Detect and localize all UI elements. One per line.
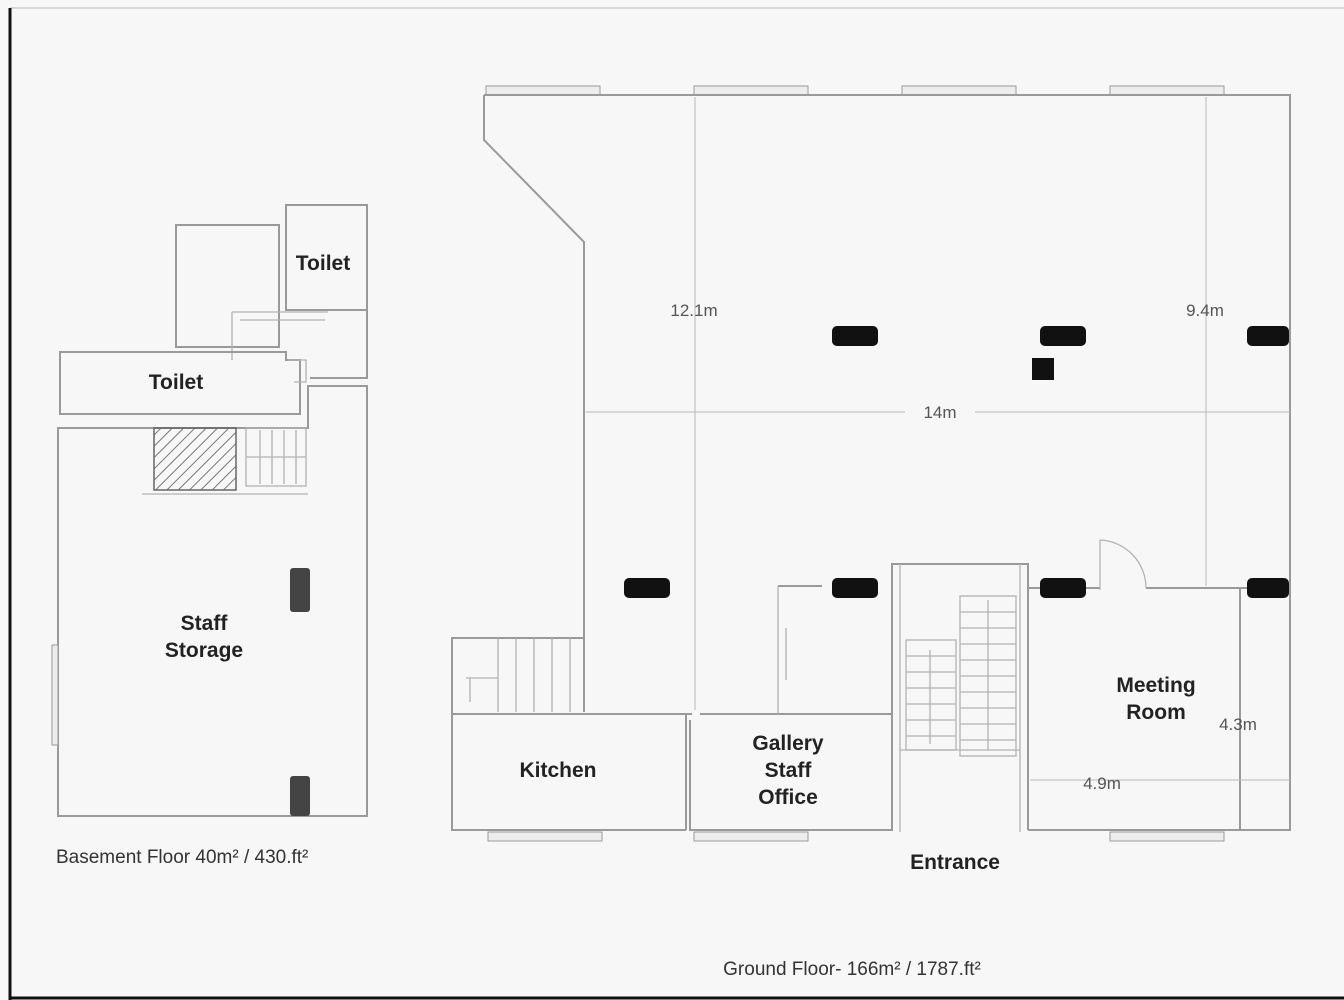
ground-column-3: [1247, 326, 1289, 346]
basement-store-room: [175, 224, 280, 348]
dim-width: 14m: [923, 403, 956, 422]
label-meeting-line1: Meeting: [1116, 674, 1195, 697]
basement-corridor-right: [310, 310, 368, 379]
ground-column-5: [832, 578, 878, 598]
dim-depth-right: 9.4m: [1186, 301, 1224, 320]
ground-window-bottom-2: [693, 831, 809, 842]
ground-outer-walls: [451, 94, 1291, 831]
label-meeting-line2: Room: [1126, 701, 1186, 724]
basement-stairs: [245, 427, 307, 487]
ground-column-6: [1040, 578, 1086, 598]
basement-floor-caption: Basement Floor 40m² / 430.ft²: [56, 847, 308, 868]
meeting-room-door: [1099, 539, 1147, 590]
label-staff-storage-line1: Staff: [181, 612, 229, 635]
label-gallery-line1: Gallery: [752, 732, 824, 755]
ground-window-bottom-3: [1109, 831, 1225, 842]
ground-window-bottom-1: [487, 831, 603, 842]
label-basement-toilet-upper: Toilet: [296, 252, 350, 275]
ground-column-square: [1032, 358, 1054, 380]
basement-staff-storage-room: [57, 385, 368, 817]
label-staff-storage-line2: Storage: [165, 639, 243, 662]
kitchen-stairs: [466, 638, 571, 712]
basement-window: [51, 644, 59, 746]
ground-column-1: [832, 326, 878, 346]
basement-toilet-upper-room: [285, 204, 368, 311]
label-entrance: Entrance: [910, 851, 1000, 874]
kitchen-walls: [452, 713, 892, 830]
ground-floor-caption: Ground Floor- 166m² / 1787.ft²: [723, 959, 981, 980]
basement-column-2: [290, 776, 310, 816]
dim-depth-left: 12.1m: [670, 301, 717, 320]
basement-hatched-shaft: [153, 427, 237, 491]
ground-column-7: [1247, 578, 1289, 598]
label-gallery-line3: Office: [758, 786, 818, 809]
gallery-office-walls: [689, 563, 1029, 831]
ground-plan: [451, 85, 1291, 842]
dim-meeting-width: 4.9m: [1083, 774, 1121, 793]
label-gallery-line2: Staff: [765, 759, 813, 782]
dim-meeting-depth: 4.3m: [1219, 715, 1257, 734]
entrance-stairs: [899, 564, 1021, 832]
ground-window-top-1: [485, 85, 601, 96]
label-kitchen: Kitchen: [519, 759, 596, 782]
ground-window-top-3: [901, 85, 1017, 96]
ground-window-top-2: [693, 85, 809, 96]
basement-plan: [51, 204, 368, 817]
ground-window-top-4: [1109, 85, 1225, 96]
ground-column-4: [624, 578, 670, 598]
basement-column-1: [290, 568, 310, 612]
label-basement-toilet-lower: Toilet: [149, 371, 203, 394]
basement-toilet-door: [288, 359, 307, 383]
gallery-inner-partition: [777, 586, 787, 714]
ground-column-2: [1040, 326, 1086, 346]
